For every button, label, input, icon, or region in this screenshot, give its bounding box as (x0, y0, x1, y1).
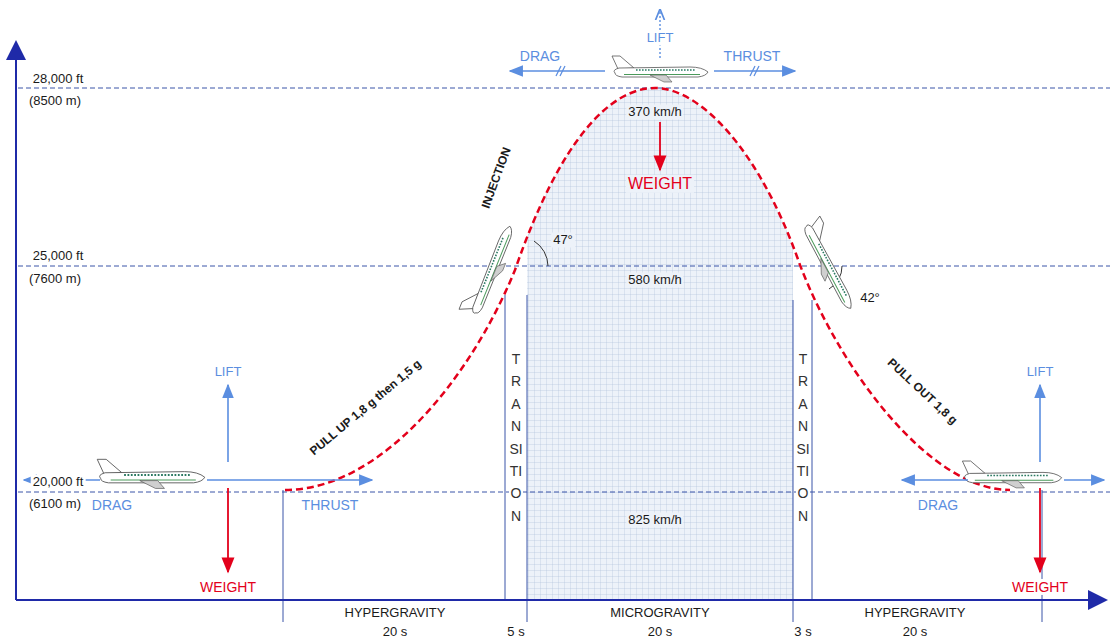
phase-label: TRANSITION (796, 348, 810, 527)
thrust-arrow (207, 479, 372, 481)
force-label: LIFT (213, 365, 244, 380)
altitude-label: (8500 m) (27, 94, 83, 109)
speed-label: 370 km/h (626, 105, 683, 120)
microgravity-zone (527, 80, 793, 600)
phase-name: HYPERGRAVITY (863, 606, 968, 621)
phase-boundaries (283, 295, 1042, 622)
phase-duration: 20 s (381, 625, 410, 640)
speed-label: 580 km/h (626, 273, 683, 288)
lift-arrow (227, 385, 229, 462)
airplane (612, 56, 708, 82)
force-label: WEIGHT (198, 579, 258, 595)
maneuver-label: PULL OUT 1,8 g (883, 355, 961, 430)
angle-label: 42° (858, 291, 882, 306)
airplane (459, 220, 519, 319)
weight-arrow (227, 488, 229, 572)
force-label: THRUST (300, 497, 361, 513)
force-label: DRAG (518, 48, 562, 64)
phase-name: HYPERGRAVITY (343, 606, 448, 621)
force-label: THRUST (722, 48, 783, 64)
airplane (962, 461, 1061, 488)
force-label: DRAG (916, 497, 960, 513)
break-mark (556, 66, 759, 76)
force-label: WEIGHT (626, 175, 694, 193)
weight-arrow (1039, 488, 1041, 572)
drag-arrow (902, 479, 968, 481)
drag-arrow (510, 70, 605, 72)
weight-arrow (659, 122, 661, 170)
force-label: WEIGHT (1010, 579, 1070, 595)
altitude-label: (7600 m) (27, 272, 83, 287)
phase-duration: 20 s (901, 625, 930, 640)
altitude-label: 25,000 ft (31, 249, 86, 264)
maneuver-label: PULL UP 1,8 g then 1,5 g (306, 356, 426, 460)
speed-label: 825 km/h (626, 513, 683, 528)
altitude-label: (6100 m) (27, 497, 83, 512)
angle-arc (534, 241, 548, 266)
thrust-arrow (1064, 479, 1104, 481)
force-label: LIFT (645, 31, 676, 46)
phase-name: MICROGRAVITY (608, 606, 711, 621)
phase-label: INJECTION (479, 144, 515, 213)
lift-arrow (1039, 385, 1041, 462)
angle-label: 47° (551, 233, 575, 248)
axes (16, 42, 1106, 600)
phase-duration: 5 s (505, 625, 526, 640)
force-label: LIFT (1025, 365, 1056, 380)
airplane (97, 459, 205, 488)
phase-label: TRANSITION (509, 348, 523, 527)
phase-duration: 3 s (792, 625, 813, 640)
trajectory (285, 88, 1010, 490)
altitude-label: 28,000 ft (31, 72, 86, 87)
altitude-lines (18, 88, 1110, 492)
airplane (797, 216, 865, 313)
altitude-label: 20,000 ft (31, 475, 86, 490)
phase-duration: 20 s (646, 625, 675, 640)
thrust-arrow (714, 70, 795, 72)
force-label: DRAG (90, 497, 134, 513)
